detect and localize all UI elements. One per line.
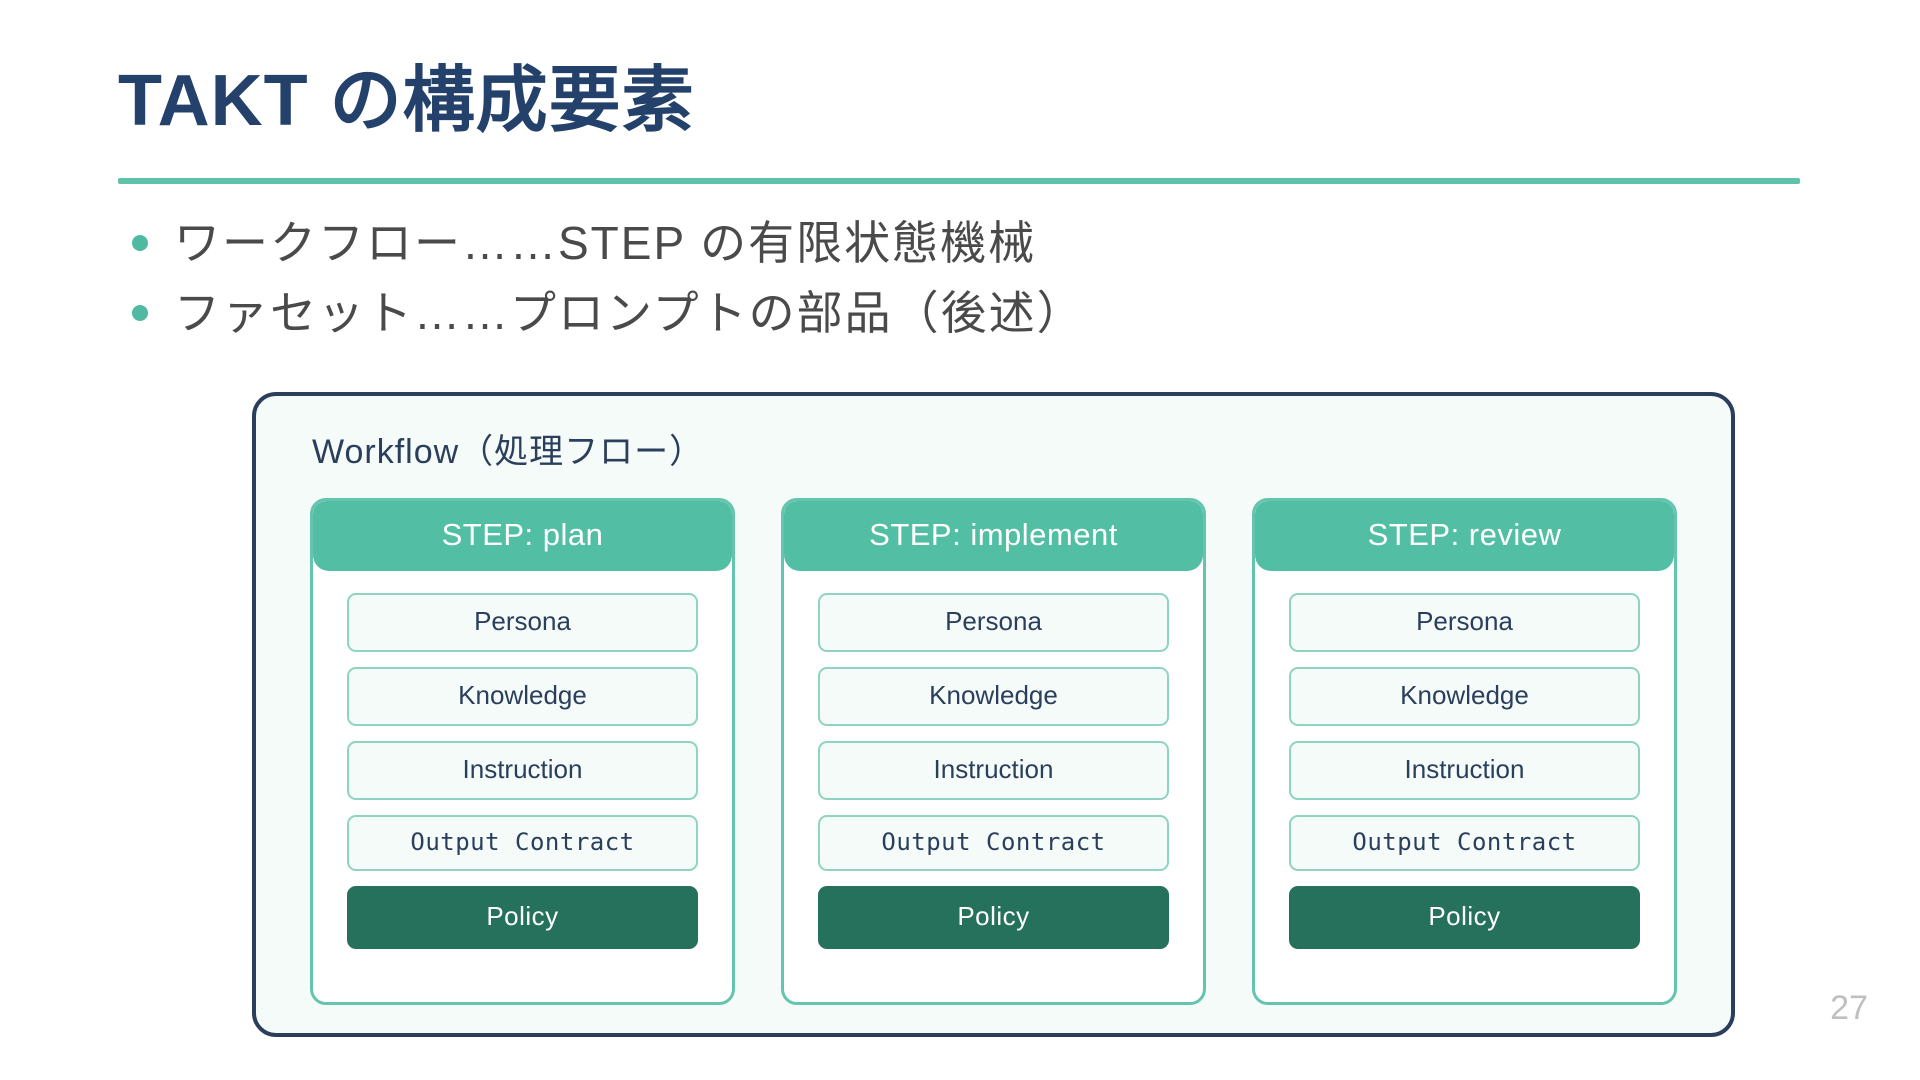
- facet-instruction: Instruction: [1289, 741, 1640, 800]
- step-card-plan: STEP: plan Persona Knowledge Instruction…: [310, 498, 735, 1005]
- facet-list: Persona Knowledge Instruction Output Con…: [784, 571, 1203, 1002]
- list-item: ワークフロー……STEP の有限状態機械: [132, 208, 1732, 278]
- facet-policy: Policy: [818, 886, 1169, 949]
- bullet-text: ワークフロー……STEP の有限状態機械: [174, 216, 1037, 269]
- facet-knowledge: Knowledge: [347, 667, 698, 726]
- facet-output-contract: Output Contract: [1289, 815, 1640, 871]
- step-header: STEP: review: [1255, 501, 1674, 571]
- step-header: STEP: plan: [313, 501, 732, 571]
- workflow-label: Workflow（処理フロー）: [312, 433, 705, 471]
- bullet-dot-icon: [132, 235, 148, 251]
- facet-list: Persona Knowledge Instruction Output Con…: [1255, 571, 1674, 1002]
- facet-knowledge: Knowledge: [818, 667, 1169, 726]
- facet-persona: Persona: [1289, 593, 1640, 652]
- steps-row: STEP: plan Persona Knowledge Instruction…: [310, 498, 1677, 1005]
- page-number: 27: [1830, 989, 1868, 1027]
- facet-persona: Persona: [347, 593, 698, 652]
- facet-instruction: Instruction: [347, 741, 698, 800]
- workflow-container: Workflow（処理フロー） STEP: plan Persona Knowl…: [252, 392, 1735, 1037]
- facet-instruction: Instruction: [818, 741, 1169, 800]
- page-title: TAKT の構成要素: [118, 61, 695, 141]
- facet-policy: Policy: [1289, 886, 1640, 949]
- step-card-review: STEP: review Persona Knowledge Instructi…: [1252, 498, 1677, 1005]
- facet-persona: Persona: [818, 593, 1169, 652]
- title-underline-rule: [118, 178, 1800, 184]
- step-header: STEP: implement: [784, 501, 1203, 571]
- facet-output-contract: Output Contract: [818, 815, 1169, 871]
- bullet-dot-icon: [132, 305, 148, 321]
- bullet-list: ワークフロー……STEP の有限状態機械 ファセット……プロンプトの部品（後述）: [132, 208, 1732, 348]
- facet-policy: Policy: [347, 886, 698, 949]
- facet-knowledge: Knowledge: [1289, 667, 1640, 726]
- step-card-implement: STEP: implement Persona Knowledge Instru…: [781, 498, 1206, 1005]
- facet-output-contract: Output Contract: [347, 815, 698, 871]
- bullet-text: ファセット……プロンプトの部品（後述）: [174, 286, 1085, 339]
- facet-list: Persona Knowledge Instruction Output Con…: [313, 571, 732, 1002]
- list-item: ファセット……プロンプトの部品（後述）: [132, 278, 1732, 348]
